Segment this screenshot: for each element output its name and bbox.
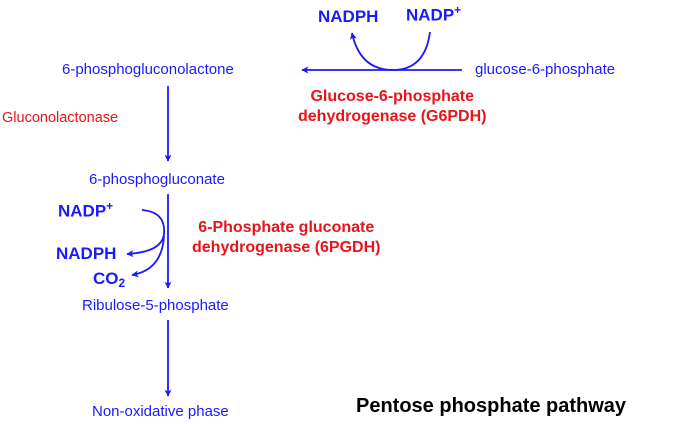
nadp-mid-label: NADP+ [58,199,114,221]
metabolite-ribulose-5-phosphate: Ribulose-5-phosphate [82,297,229,314]
nadp-top-label: NADP+ [406,3,462,25]
metabolite-6-phosphogluconate: 6-phosphogluconate [89,171,225,188]
metabolite-glucose-6-phosphate: glucose-6-phosphate [475,61,616,78]
co2-label: CO2 [93,269,126,290]
enzyme-6pgdh-label: 6-Phosphate gluconate dehydrogenase (6PG… [192,219,381,256]
g6pd-cofactor-arc [349,31,431,71]
nadph-top-label: NADPH [318,7,379,26]
pathway-title: Pentose phosphate pathway [356,395,627,417]
6pgd-cofactor-arc [126,209,165,258]
metabolite-non-oxidative-phase: Non-oxidative phase [92,403,229,420]
enzyme-g6pdh-label: Glucose-6-phosphate dehydrogenase (G6PDH… [298,88,487,125]
co2-release-arrow [131,235,165,278]
nadph-mid-label: NADPH [56,244,117,263]
enzyme-gluconolactonase-label: Gluconolactonase [2,110,119,126]
metabolite-6-phosphogluconolactone: 6-phosphogluconolactone [62,61,234,78]
